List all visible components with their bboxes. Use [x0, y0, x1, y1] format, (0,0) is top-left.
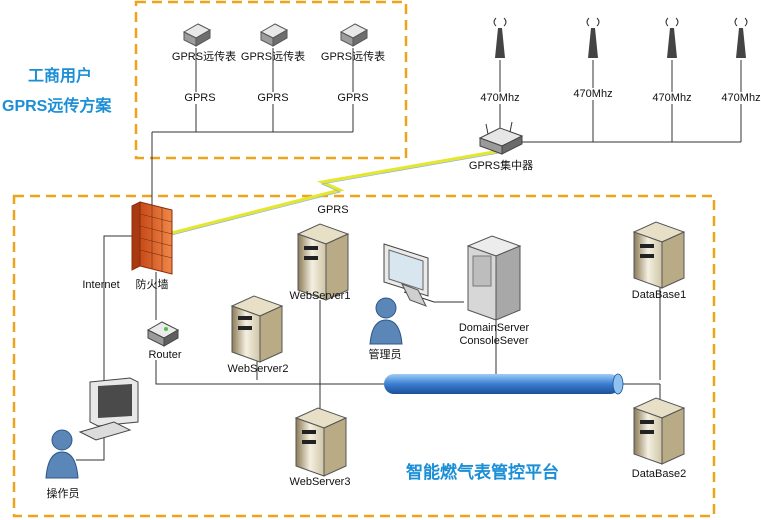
gprs-link-label-1: GPRS [184, 92, 216, 104]
gprs-meter-icon [259, 23, 289, 47]
gprs-meter-icon [182, 23, 212, 47]
internet-label: Internet [82, 279, 120, 291]
antenna-icon [586, 17, 600, 58]
gprs-meter-icon [339, 23, 369, 47]
domain-server-label-1: DomainServer [458, 322, 530, 334]
database2-icon [632, 397, 686, 465]
gprs-meter-label-2: GPRS远传表 [240, 51, 306, 63]
antenna-label-2: 470Mhz [573, 88, 613, 100]
webserver2-icon [230, 295, 284, 363]
admin-person-icon [369, 297, 403, 345]
webserver3-icon [294, 407, 348, 477]
platform-title: 智能燃气表管控平台 [406, 463, 559, 482]
network-bus [384, 373, 624, 395]
domain-server-icon [466, 235, 522, 321]
firewall-label: 防火墙 [135, 279, 169, 291]
database1-label: DataBase1 [631, 289, 687, 301]
admin-label: 管理员 [368, 349, 402, 361]
wireless-link-label: GPRS [317, 204, 349, 216]
webserver1-icon [296, 223, 350, 301]
domain-server-label-2: ConsoleSever [459, 335, 529, 347]
database2-label: DataBase2 [631, 468, 687, 480]
gprs-concentrator-icon [478, 121, 524, 155]
gprs-meter-label-1: GPRS远传表 [171, 51, 237, 63]
antenna-icon [734, 17, 748, 58]
router-icon [146, 321, 180, 347]
gprs-wireless-shadow [159, 151, 506, 239]
top-title-line2: GPRS远传方案 [2, 98, 112, 115]
webserver1-label: WebServer1 [289, 290, 351, 302]
platform-dashed-region [12, 194, 716, 518]
gprs-link-label-2: GPRS [257, 92, 289, 104]
antenna-icon [665, 17, 679, 58]
top-dashed-region [134, 0, 408, 160]
operator-person-icon [45, 429, 79, 479]
gprs-link-label-3: GPRS [337, 92, 369, 104]
operator-computer-icon [78, 377, 139, 441]
antenna-icon [493, 17, 507, 58]
antenna-label-4: 470Mhz [721, 92, 761, 104]
webserver2-label: WebServer2 [227, 363, 289, 375]
antenna-label-3: 470Mhz [652, 92, 692, 104]
gprs-meter-label-3: GPRS远传表 [320, 51, 386, 63]
admin-monitor-icon [383, 243, 429, 307]
concentrator-label: GPRS集中器 [468, 160, 534, 172]
gprs-wireless-link [159, 148, 506, 238]
database1-icon [632, 221, 686, 289]
router-label: Router [148, 349, 182, 361]
connection-lines [76, 48, 742, 461]
top-title-line1: 工商用户 [28, 68, 93, 85]
operator-label: 操作员 [46, 488, 80, 500]
antenna-label-1: 470Mhz [480, 92, 520, 104]
firewall-icon [131, 201, 173, 275]
webserver3-label: WebServer3 [289, 476, 351, 488]
